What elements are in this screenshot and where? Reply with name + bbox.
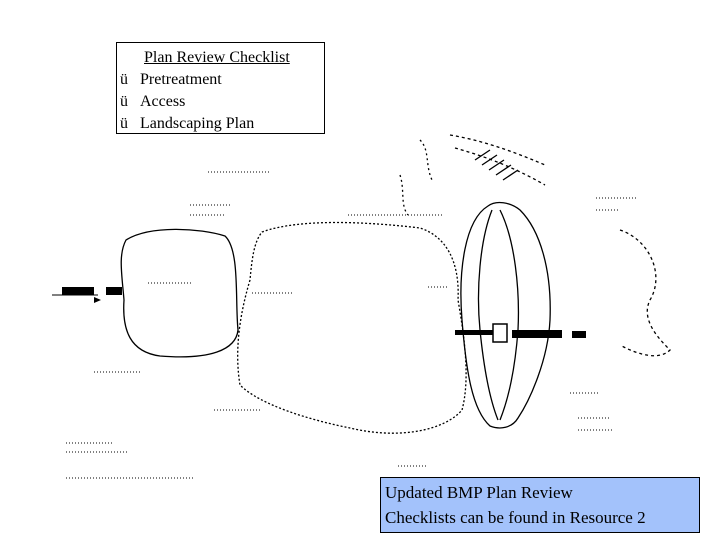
resource-note: Updated BMP Plan Review Checklists can b… [380,477,700,533]
flow-arrow [94,297,101,303]
barrel-pipe-end [572,331,586,338]
embankment-outer [460,201,551,429]
main-pond-outline [237,221,467,434]
checklist-item-label: Landscaping Plan [140,115,255,132]
forebay-outline [120,228,239,358]
checklist-title: Plan Review Checklist [144,49,290,66]
checklist-item-landscaping: ü Landscaping Plan [120,113,324,135]
top-road-lines [449,134,546,186]
note-line-2: Checklists can be found in Resource 2 [385,508,646,527]
checklist-item-pretreatment: ü Pretreatment [120,69,324,91]
checkmark-icon: ü [120,71,128,88]
checkmark-icon: ü [120,93,128,110]
embankment-inner [477,209,499,421]
checklist-item-label: Pretreatment [140,71,222,88]
checkmark-icon: ü [120,115,128,132]
outlet-pipe [455,330,493,335]
outlet-channel [619,229,671,357]
rip-rap-hatch [474,149,519,181]
barrel-pipe [512,330,562,338]
checklist-item-access: ü Access [120,91,324,113]
inflow-pipe [62,287,94,295]
note-line-1: Updated BMP Plan Review [385,483,573,502]
left-swale [399,139,433,216]
checklist-item-label: Access [140,93,186,110]
riser-structure [492,323,508,343]
embankment-inner2 [499,209,520,421]
inflow-pipe-2 [106,287,122,295]
